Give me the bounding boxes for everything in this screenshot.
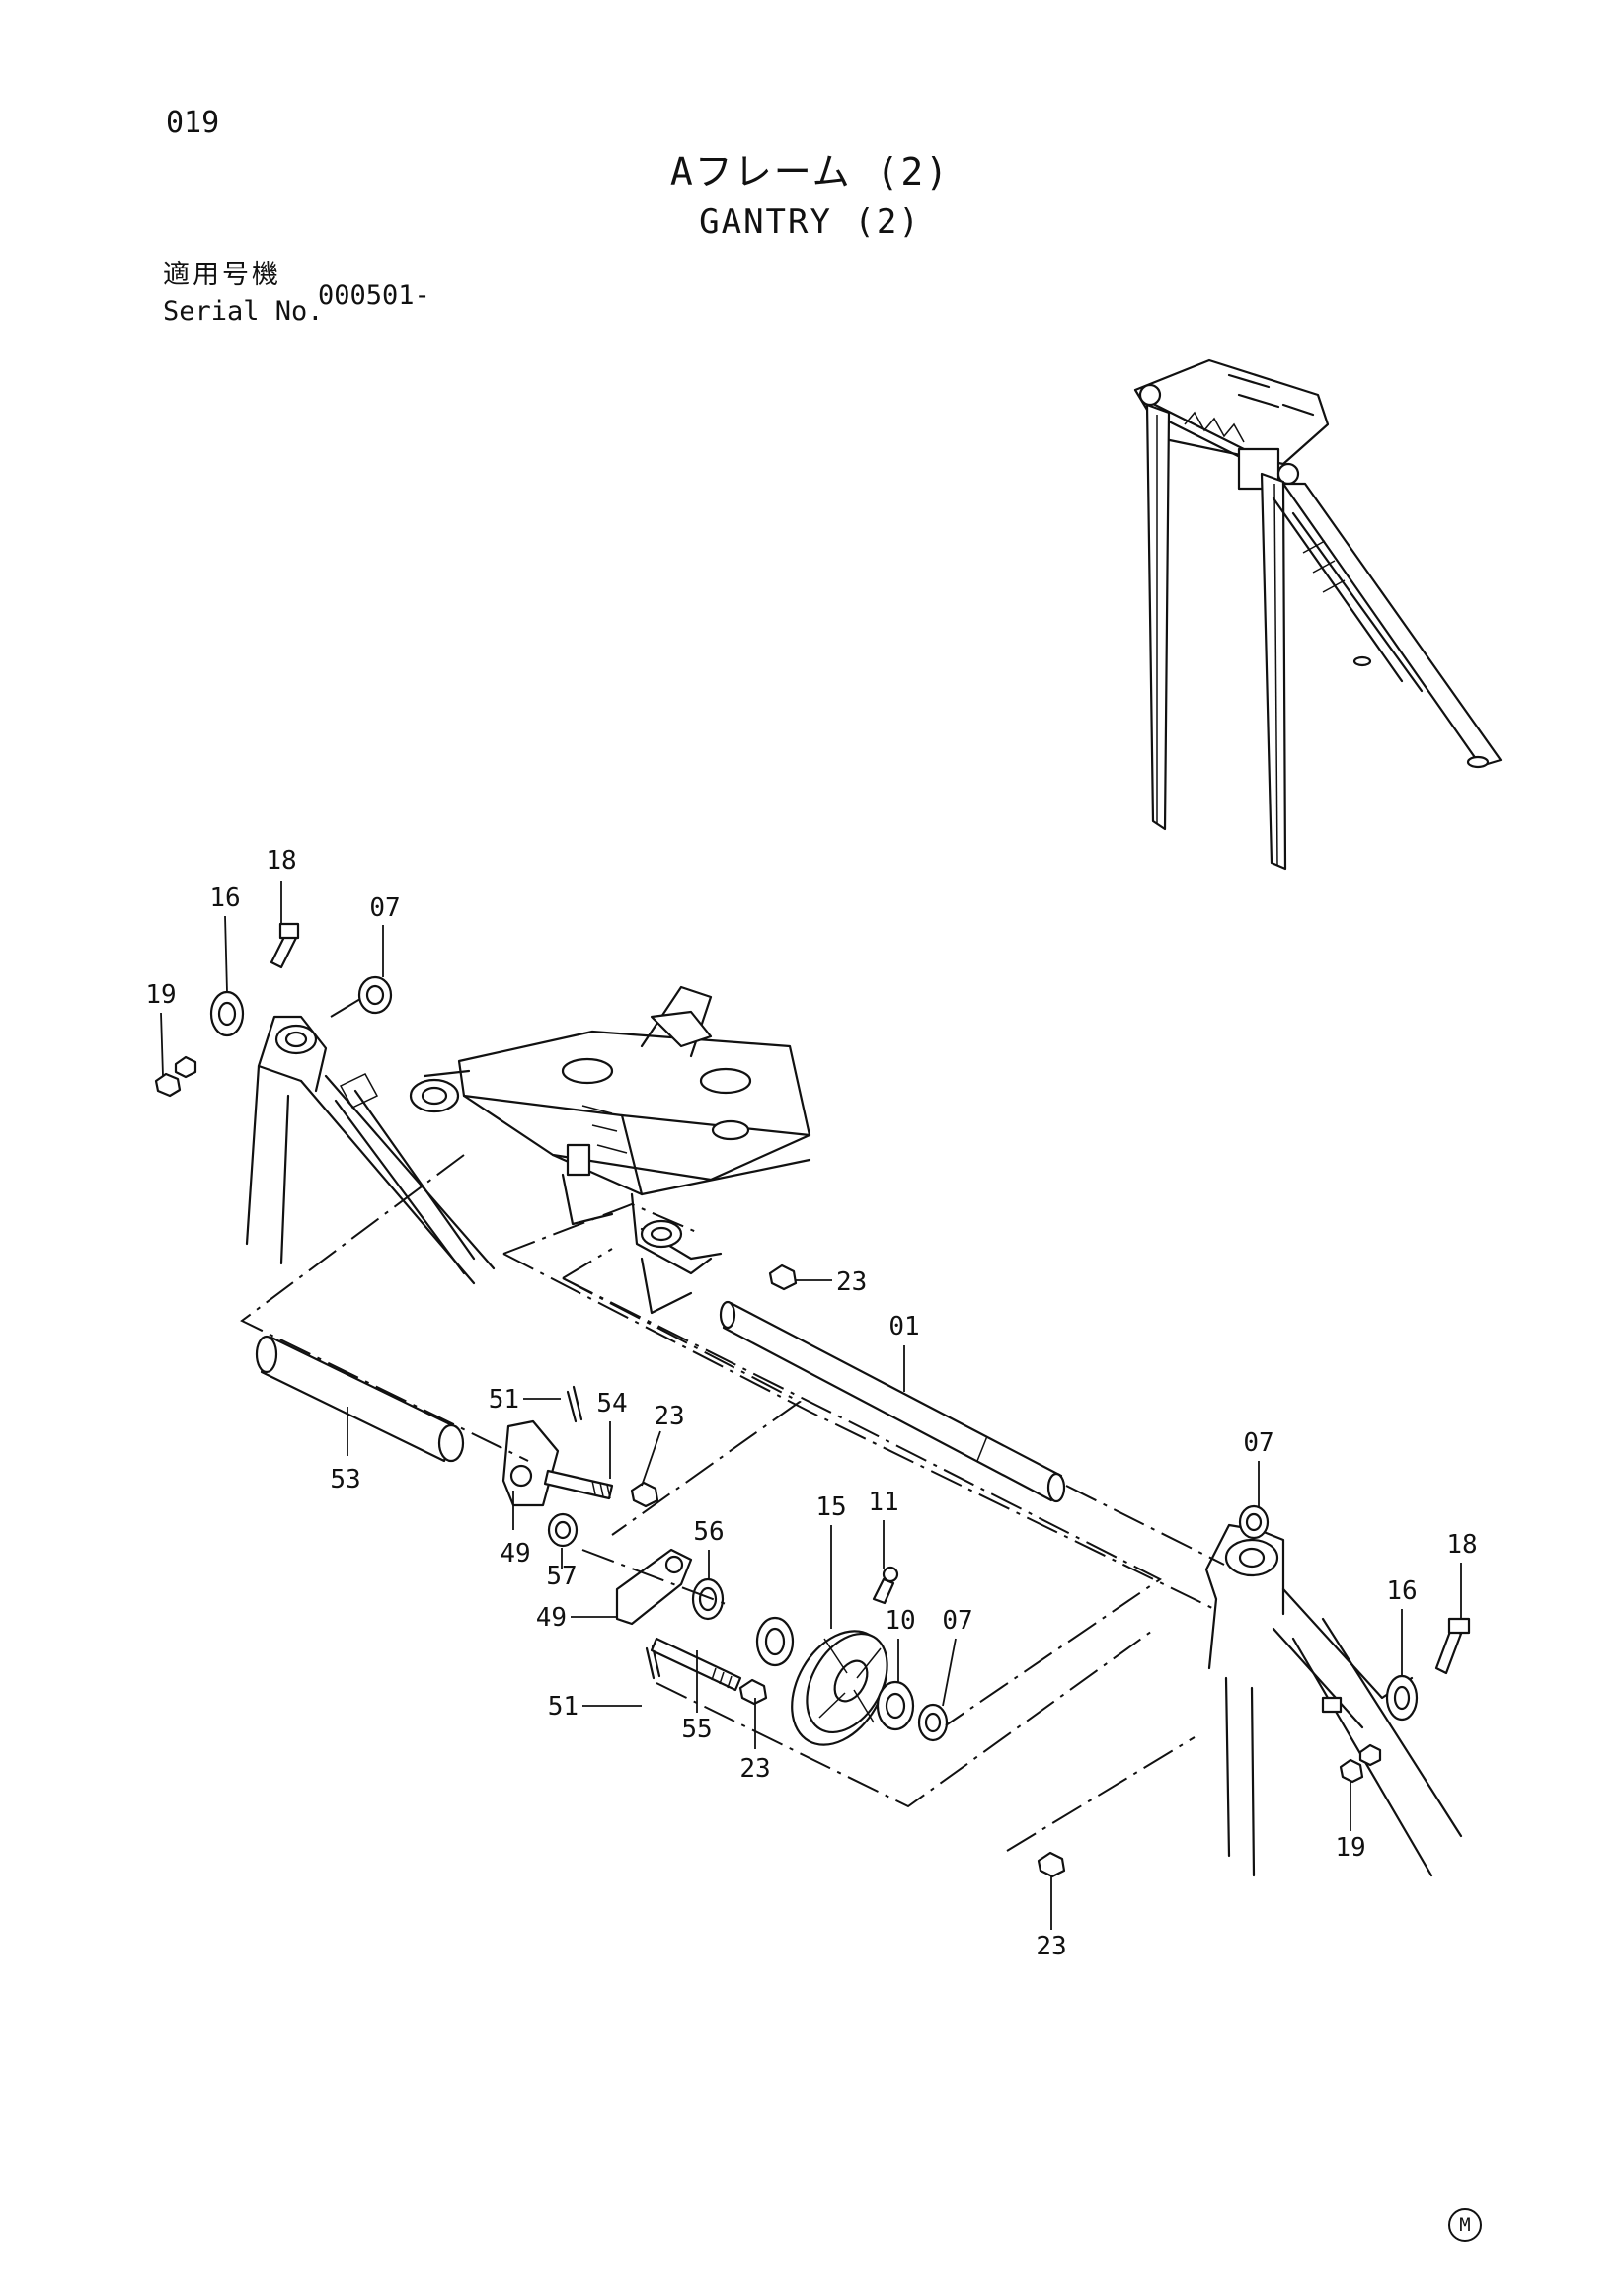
part-label: 23 (1036, 1932, 1066, 1961)
right-side-frame (1204, 1523, 1463, 1877)
part-label: 07 (369, 893, 400, 923)
page-number: 019 (166, 106, 220, 140)
serial-number-value: 000501- (318, 280, 430, 311)
part-label: 57 (546, 1562, 577, 1591)
leader-lines (160, 881, 1462, 1930)
assembly-lines (240, 998, 1225, 1852)
part-label: 01 (888, 1312, 919, 1341)
part-label: 19 (1335, 1833, 1365, 1863)
part-label: 23 (654, 1402, 684, 1431)
title-japanese: Aフレーム (2) (669, 150, 951, 193)
part-label: 19 (145, 980, 176, 1010)
part-label: 51 (489, 1385, 519, 1415)
part-label: 56 (693, 1517, 724, 1547)
part-label: 49 (500, 1539, 530, 1569)
part-label: 16 (209, 883, 240, 913)
title-english: GANTRY (2) (699, 202, 921, 242)
small-parts (154, 922, 1471, 1878)
part-label: 23 (739, 1754, 770, 1784)
part-labels: 18 16 07 19 23 01 51 54 23 53 49 57 56 1… (145, 846, 1477, 1961)
gantry-main-body (409, 985, 811, 1315)
part-label: 15 (815, 1492, 846, 1522)
part-label: 16 (1386, 1576, 1417, 1606)
part-label: 11 (868, 1488, 898, 1517)
manufacturer-mark: M (1448, 2208, 1482, 2242)
part-label: 10 (885, 1606, 915, 1636)
serial-label-japanese: 適用号機 (163, 260, 281, 290)
part-label: 07 (1243, 1428, 1273, 1458)
part-label: 18 (266, 846, 296, 876)
left-side-frame (245, 1015, 496, 1285)
gantry-overview-inset (1133, 358, 1503, 871)
part-label: 07 (942, 1606, 972, 1636)
serial-label-english: Serial No. (163, 296, 324, 327)
part-label: 49 (536, 1603, 567, 1633)
part-label: 55 (681, 1715, 712, 1744)
part-label: 23 (836, 1267, 867, 1297)
part-label: 54 (596, 1389, 627, 1418)
part-label: 18 (1446, 1530, 1477, 1560)
part-label: 53 (330, 1465, 360, 1494)
part-label: 51 (548, 1692, 579, 1722)
